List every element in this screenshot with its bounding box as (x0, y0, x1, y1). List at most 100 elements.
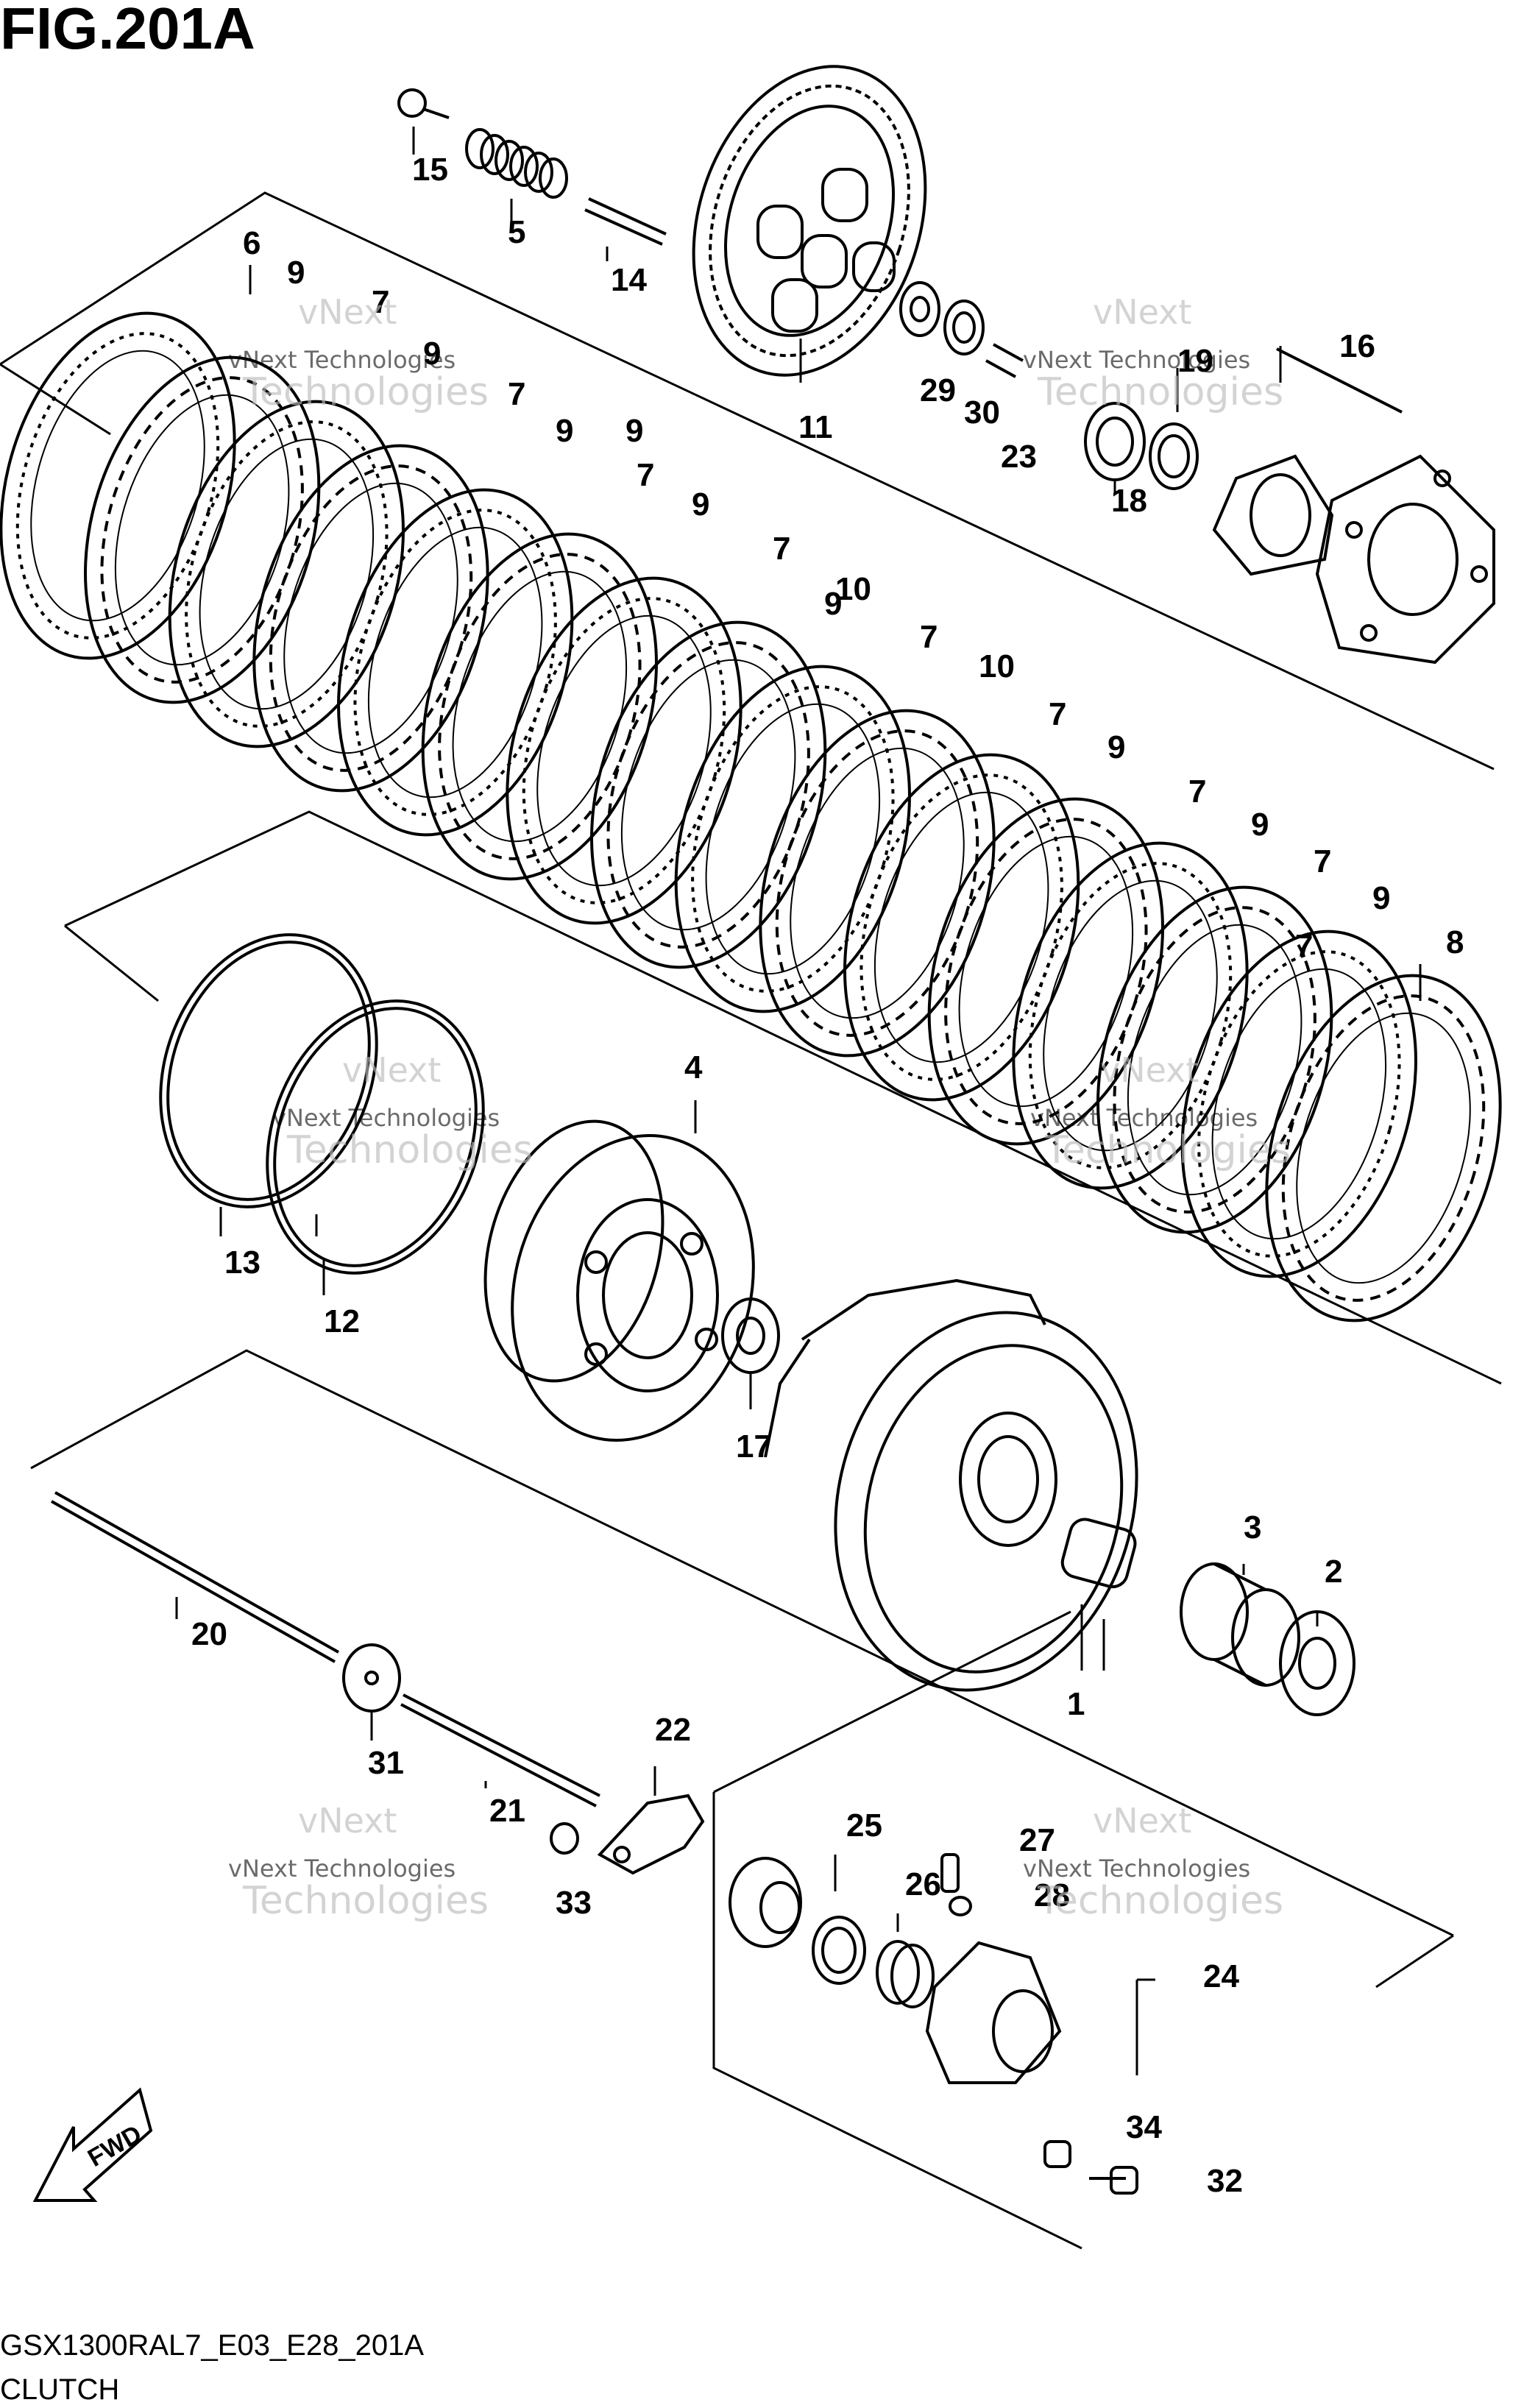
clutch-plate (84, 355, 321, 704)
svg-text:vNext Technologies: vNext Technologies (1030, 1104, 1258, 1132)
callout-number: 9 (625, 413, 643, 449)
clutch-plate (252, 444, 489, 793)
watermark: vNext vNext Technologies Technologies (1023, 1801, 1283, 1923)
clutch-plate (1012, 841, 1249, 1190)
callout-number: 4 (684, 1049, 703, 1086)
callout-number: 10 (835, 571, 871, 607)
callout-number: 7 (1295, 928, 1313, 964)
callout-number: 8 (1446, 924, 1464, 960)
callout-number: 5 (508, 214, 525, 250)
clutch-plate (1096, 885, 1333, 1234)
clutch-plate (506, 576, 742, 925)
watermark: vNext vNext Technologies Technologies (1030, 1050, 1291, 1172)
clutch-plate (927, 797, 1164, 1146)
figure-title: FIG.201A (0, 0, 255, 61)
callout-number: 23 (1001, 439, 1037, 475)
callout-number: 9 (423, 336, 441, 372)
clutch-sleeve-hub (483, 1119, 780, 1442)
callout-number: 24 (1203, 1958, 1239, 1994)
callout-number: 31 (368, 1745, 404, 1781)
svg-text:Technologies: Technologies (1044, 1128, 1291, 1172)
callout-number: 2 (1325, 1554, 1342, 1590)
callout-number: 26 (905, 1866, 941, 1902)
svg-text:vNext: vNext (298, 292, 397, 332)
svg-text:Technologies: Technologies (1037, 1879, 1283, 1923)
clutch-plate (421, 532, 658, 881)
pressure-plate (692, 65, 927, 377)
callout-number: 13 (224, 1244, 261, 1281)
clutch-plate (1265, 974, 1502, 1322)
callout-number: 9 (1372, 880, 1390, 916)
callout-number: 20 (191, 1616, 227, 1652)
callout-number: 25 (846, 1807, 882, 1844)
callout-number: 18 (1111, 483, 1147, 519)
svg-text:vNext: vNext (342, 1050, 441, 1090)
callout-number: 7 (1314, 843, 1331, 879)
callout-number: 9 (1251, 807, 1269, 843)
callout-number: 14 (611, 262, 647, 298)
svg-text:vNext Technologies: vNext Technologies (272, 1104, 500, 1132)
watermark: vNext vNext Technologies Technologies (1023, 292, 1283, 414)
svg-text:Technologies: Technologies (242, 1879, 489, 1923)
svg-text:vNext: vNext (1093, 1801, 1191, 1841)
clutch-release-cylinder (729, 1853, 1138, 2195)
callout-number: 29 (920, 372, 956, 408)
callout-number: 9 (556, 413, 573, 449)
callout-number: 7 (637, 457, 654, 493)
watermark: vNext vNext Technologies Technologies (228, 1801, 489, 1923)
callout-number: 7 (920, 619, 938, 655)
svg-text:Technologies: Technologies (242, 370, 489, 414)
svg-text:vNext Technologies: vNext Technologies (228, 1855, 456, 1883)
callout-number: 9 (824, 586, 842, 622)
diagram-caption: CLUTCH (0, 2373, 119, 2406)
svg-text:vNext: vNext (1100, 1050, 1199, 1090)
svg-text:Technologies: Technologies (1037, 370, 1283, 414)
clutch-plate (590, 620, 827, 969)
callout-number: 3 (1244, 1509, 1261, 1545)
callout-number: 7 (1188, 773, 1206, 810)
callout-number: 7 (773, 531, 790, 567)
callout-number: 6 (243, 225, 261, 261)
watermark-group: vNext vNext Technologies Technologies vN… (228, 292, 1291, 1923)
svg-text:vNext Technologies: vNext Technologies (1023, 1855, 1250, 1883)
clutch-plate (759, 709, 996, 1058)
svg-text:vNext: vNext (1093, 292, 1191, 332)
model-code: GSX1300RAL7_E03_E28_201A (0, 2329, 424, 2362)
watermark: vNext vNext Technologies Technologies (228, 292, 489, 414)
push-rods-and-cover (51, 1491, 705, 1875)
callout-number: 32 (1207, 2163, 1243, 2199)
callout-number: 19 (1177, 343, 1213, 379)
watermark: vNext vNext Technologies Technologies (272, 1050, 533, 1172)
callout-number: 30 (964, 394, 1000, 431)
callout-number: 7 (1049, 696, 1066, 732)
leader-lines (175, 127, 1422, 2075)
primary-driven-gear (764, 1278, 1138, 1692)
clutch-plate (843, 753, 1080, 1102)
callout-number: 22 (655, 1712, 691, 1748)
callout-number: 15 (412, 152, 448, 188)
fwd-arrow-icon: FWD (32, 2087, 153, 2202)
callout-number: 33 (556, 1885, 592, 1921)
callout-number: 7 (372, 284, 389, 320)
svg-text:vNext Technologies: vNext Technologies (1023, 346, 1250, 374)
callout-number: 12 (324, 1303, 360, 1339)
svg-text:vNext Technologies: vNext Technologies (228, 346, 456, 374)
callout-number: 7 (508, 376, 525, 412)
svg-text:Technologies: Technologies (286, 1128, 533, 1172)
o-rings (159, 933, 485, 1275)
damper-hub-assembly (1212, 347, 1495, 665)
callout-number: 9 (1107, 729, 1125, 765)
callout-number: 9 (692, 486, 709, 523)
clutch-plate (1180, 929, 1417, 1278)
assembly-panels (0, 191, 1502, 2250)
callout-number: 9 (287, 255, 305, 291)
clutch-plate-stack (0, 311, 1502, 1322)
svg-text:vNext: vNext (298, 1801, 397, 1841)
callout-number: 10 (979, 648, 1015, 684)
callout-number: 11 (798, 409, 833, 445)
callout-number: 28 (1034, 1877, 1070, 1913)
callout-number: 21 (489, 1793, 525, 1829)
clutch-plate (674, 665, 911, 1013)
